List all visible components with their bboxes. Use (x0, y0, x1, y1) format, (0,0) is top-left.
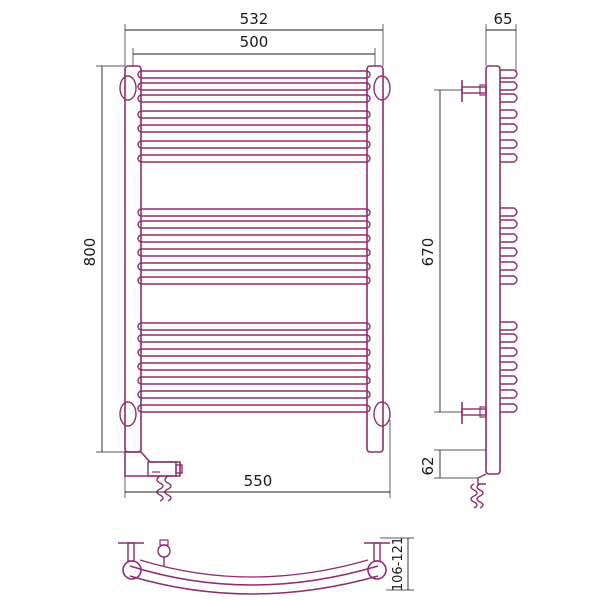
side-crossbar-11 (500, 247, 518, 257)
crossbar-4 (137, 110, 371, 119)
wall-bracket-bottom (461, 402, 487, 424)
side-view (461, 65, 518, 509)
inner-width-label: 500 (240, 33, 269, 51)
height-label: 800 (81, 238, 99, 267)
side-crossbar-5 (500, 123, 518, 133)
side-crossbar-13 (500, 275, 518, 285)
crossbar-1 (137, 70, 371, 79)
mount-boss-bottom-left (119, 401, 137, 427)
crossbar-12 (137, 262, 371, 271)
side-crossbar-1 (500, 69, 518, 79)
side-crossbar-12 (500, 261, 518, 271)
crossbar-7 (137, 154, 371, 163)
crossbar-18 (137, 376, 371, 385)
side-crossbar-17 (500, 361, 518, 371)
dimension-depth: 65 (485, 10, 517, 72)
crossbar-11 (137, 248, 371, 257)
side-crossbar-8 (500, 207, 518, 217)
side-crossbar-3 (500, 93, 518, 103)
crossbar-3 (137, 94, 371, 103)
side-heater (470, 473, 487, 509)
overall-width-label: 532 (240, 10, 269, 28)
crossbar-17 (137, 362, 371, 371)
crossbar-10 (137, 234, 371, 243)
dimension-overall-width: 532 (124, 10, 384, 66)
crossbar-15 (137, 334, 371, 343)
crossbar-14 (137, 322, 371, 331)
crossbar-9 (137, 220, 371, 229)
dimension-bottom-offset: 62 (419, 449, 486, 479)
front-view (119, 65, 391, 502)
wall-distance-label: 106-121 (391, 537, 406, 591)
crossbar-6 (137, 140, 371, 149)
heater-cable (156, 475, 172, 502)
side-crossbar-10 (500, 233, 518, 243)
dimension-mount-spacing: 670 (419, 89, 462, 413)
crossbar-13 (137, 276, 371, 285)
crossbar-19 (137, 390, 371, 399)
dimension-wall-distance: 106-121 (380, 537, 414, 591)
mount-boss-top-left (119, 75, 137, 101)
side-upright (485, 65, 501, 475)
side-crossbar-18 (500, 375, 518, 385)
side-crossbar-9 (500, 219, 518, 229)
crossbar-5 (137, 124, 371, 133)
side-crossbar-4 (500, 109, 518, 119)
crossbar-2 (137, 82, 371, 91)
side-crossbars (500, 69, 518, 413)
dimension-height: 800 (81, 65, 125, 453)
bottom-offset-label: 62 (419, 456, 437, 475)
side-crossbar-16 (500, 347, 518, 357)
crossbars (137, 70, 371, 413)
crossbar-16 (137, 348, 371, 357)
crossbar-20 (137, 404, 371, 413)
depth-label: 65 (493, 10, 512, 28)
crossbar-8 (137, 208, 371, 217)
mount-boss-bottom-right (373, 401, 391, 427)
side-crossbar-15 (500, 333, 518, 343)
side-crossbar-6 (500, 139, 518, 149)
top-view (118, 539, 390, 595)
side-crossbar-20 (500, 403, 518, 413)
side-crossbar-19 (500, 389, 518, 399)
wall-bracket-top (461, 80, 487, 102)
dimension-inner-width: 500 (132, 33, 376, 66)
top-view-heater (157, 544, 171, 558)
mount-boss-top-right (373, 75, 391, 101)
heater-housing (124, 451, 183, 502)
curved-bar (129, 565, 379, 586)
dimension-bottom-width: 550 (124, 420, 391, 498)
side-crossbar-14 (500, 321, 518, 331)
bottom-width-label: 550 (244, 472, 273, 490)
side-crossbar-7 (500, 153, 518, 163)
side-crossbar-2 (500, 81, 518, 91)
mount-spacing-label: 670 (419, 238, 437, 267)
